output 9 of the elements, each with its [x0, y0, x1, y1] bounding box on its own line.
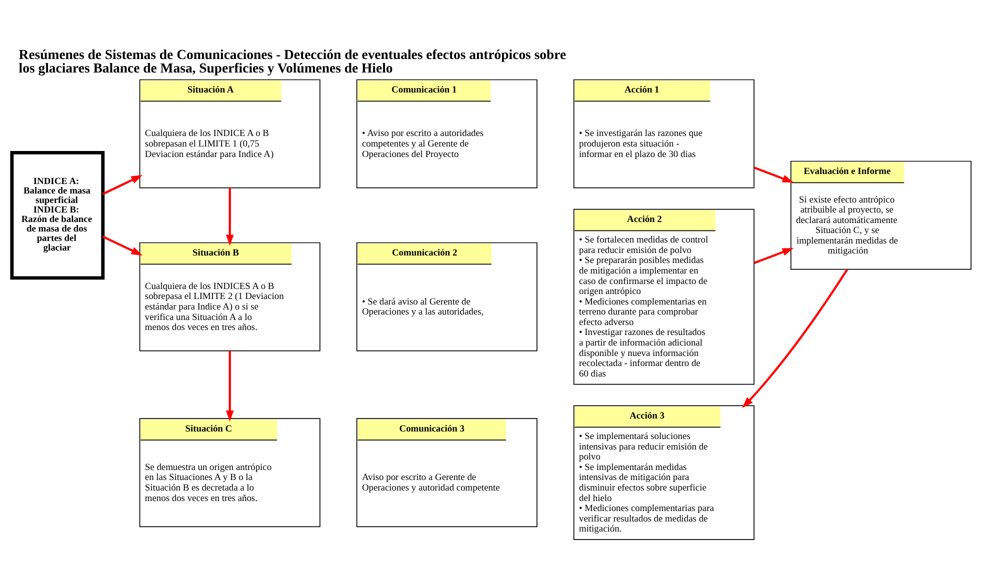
arrow: [226, 188, 234, 246]
arrow: [102, 236, 143, 256]
arrow: [226, 350, 234, 422]
arrow: [102, 175, 143, 195]
arrow: [742, 268, 848, 408]
node-box: INDICE A: Balance de masa superficial INDICE B: Razón de balance de masa de dos partes del glaciar: [10, 150, 105, 280]
arrow: [754, 248, 794, 264]
diagram-title: Resúmenes de Sistemas de Comunicaciones - Detección de eventuales efectos antrópicos sobre los glaciares Balance de Masa, Superficies y Volúmenes de Hielo: [18, 46, 566, 76]
arrow: [754, 166, 794, 183]
